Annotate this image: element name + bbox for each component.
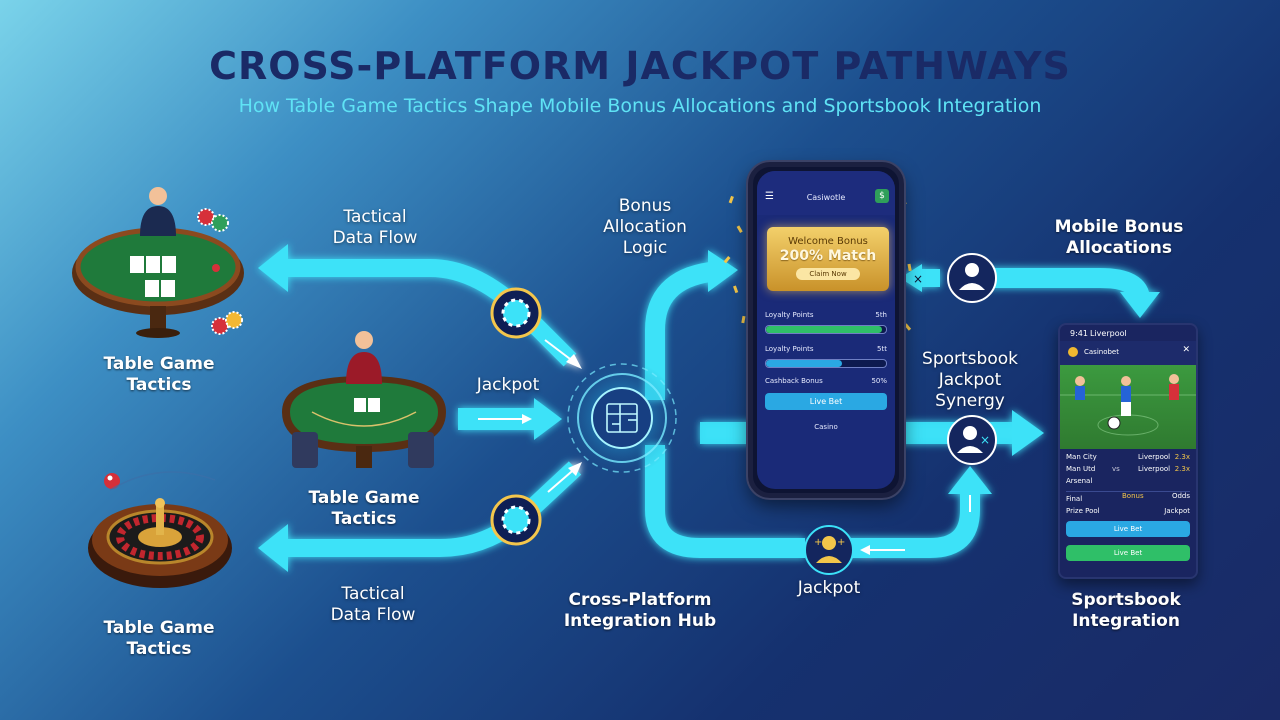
integration-hub-icon (606, 403, 638, 433)
welcome-bonus-card[interactable]: Welcome Bonus 200% Match Claim Now (767, 227, 889, 291)
match-home-1: Man City (1066, 453, 1097, 461)
match-home-2: Man Utd (1066, 465, 1096, 473)
svg-text:+: + (814, 537, 822, 548)
loyalty-bar-2 (765, 359, 887, 368)
hub-label: Cross-Platform Integration Hub (563, 590, 717, 631)
sportsbook-brand: Casinobet (1084, 348, 1119, 356)
match-vs-2: vs (1112, 465, 1120, 473)
user-icon-top (947, 253, 997, 303)
svg-text:×: × (913, 272, 923, 286)
bonus-logic-label: Bonus Allocation Logic (603, 196, 687, 258)
mobile-bonus-phone: ☰ Casiwotle $ Welcome Bonus 200% Match C… (748, 162, 904, 498)
prize-left: Prize Pool (1066, 507, 1100, 515)
bonus-card-title: Welcome Bonus (788, 236, 868, 247)
loyalty-value-1: 5th (875, 311, 887, 319)
poker-table-icon (72, 187, 244, 338)
match-away-1: Liverpool (1138, 453, 1171, 461)
sportsbook-header: Casinobet ✕ (1060, 341, 1196, 365)
prize-right: Jackpot (1164, 507, 1190, 515)
match-row-2[interactable]: Man Utd vs Liverpool 2.3x (1066, 465, 1190, 473)
loyalty-value-2: 5tt (877, 345, 887, 353)
sportsbook-phone: 9:41 Liverpool Casinobet ✕ Man City Live… (1058, 323, 1198, 579)
status-time: 9:41 (1070, 329, 1088, 338)
match-odds-2: 2.3x (1174, 465, 1190, 473)
loyalty-bar-fill-2 (766, 360, 842, 367)
sportsbook-label: Sportsbook Integration (1071, 590, 1181, 631)
svg-text:+: + (837, 537, 845, 548)
odds-left: Final (1066, 495, 1083, 503)
close-icon[interactable]: ✕ (1182, 345, 1190, 355)
jackpot-user-icon: + + (804, 525, 854, 575)
soccer-players-icon (1060, 374, 1196, 436)
arrow-hub-to-phone (645, 250, 992, 558)
table-game-label-1: Table Game Tactics (103, 354, 215, 395)
cashback-value: 50% (871, 377, 887, 385)
phone-brand: Casiwotle (806, 193, 846, 202)
chip-badge-bottom (490, 494, 542, 546)
blackjack-table-icon (282, 331, 446, 468)
loyalty-bar-fill-1 (766, 326, 883, 333)
claim-button[interactable]: Claim Now (796, 268, 860, 280)
table-game-label-3: Table Game Tactics (103, 618, 215, 659)
match-row-1[interactable]: Man City Liverpool 2.3x (1066, 453, 1190, 461)
mobile-bonus-label: Mobile Bonus Allocations (1054, 217, 1184, 258)
odds-mid: Bonus (1122, 492, 1144, 500)
loyalty-label-2: Loyalty Points (765, 345, 814, 353)
flow-label-bottom: Tactical Data Flow (330, 584, 416, 625)
cashback-label: Cashback Bonus (765, 377, 823, 385)
loyalty-bar-1 (765, 325, 887, 334)
live-bet-button[interactable]: Live Bet (765, 393, 887, 410)
status-carrier: Liverpool (1090, 329, 1127, 338)
roulette-wheel-icon (88, 471, 232, 588)
svg-text:×: × (980, 433, 990, 447)
status-bar: 9:41 Liverpool (1070, 329, 1127, 338)
sportsbook-synergy-label: Sportsbook Jackpot Synergy (922, 349, 1018, 411)
soccer-field-image (1060, 365, 1196, 449)
bonus-card-value: 200% Match (779, 248, 877, 264)
match-odds-1: 2.3x (1174, 453, 1190, 461)
phone-screen: ☰ Casiwotle $ Welcome Bonus 200% Match C… (757, 171, 895, 489)
match-home-3: Arsenal (1066, 477, 1093, 485)
loyalty-row-1: Loyalty Points 5th (765, 311, 887, 319)
user-icon-middle: × (947, 415, 997, 465)
live-bet-button-1[interactable]: Live Bet (1066, 521, 1190, 537)
wallet-icon[interactable]: $ (875, 189, 889, 203)
match-row-3[interactable]: Arsenal (1066, 477, 1190, 485)
flow-label-middle: Jackpot (476, 375, 540, 395)
jackpot-label-bottom: Jackpot (797, 578, 861, 598)
phone-footer: Casino (814, 423, 838, 431)
phone-header: ☰ Casiwotle $ (757, 171, 895, 215)
odds-row: Final Bonus Odds (1066, 491, 1190, 503)
page-subtitle: How Table Game Tactics Shape Mobile Bonu… (238, 95, 1042, 117)
arrow-bonus-to-sportsbook: × (900, 264, 1160, 318)
cashback-row: Cashback Bonus 50% (765, 377, 887, 385)
loyalty-label-1: Loyalty Points (765, 311, 814, 319)
arrow-middle (458, 398, 562, 440)
hub-rings (564, 360, 680, 476)
odds-right: Odds (1171, 492, 1190, 500)
menu-icon[interactable]: ☰ (765, 191, 774, 202)
flow-label-top: Tactical Data Flow (332, 207, 418, 248)
match-away-2: Liverpool (1138, 465, 1171, 473)
coin-icon (1068, 347, 1078, 357)
loyalty-row-2: Loyalty Points 5tt (765, 345, 887, 353)
chip-badge-top (490, 287, 542, 339)
live-bet-button-2[interactable]: Live Bet (1066, 545, 1190, 561)
table-game-label-2: Table Game Tactics (308, 488, 420, 529)
prize-row: Prize Pool Jackpot (1066, 507, 1190, 515)
page-title: CROSS-PLATFORM JACKPOT PATHWAYS (209, 44, 1071, 88)
